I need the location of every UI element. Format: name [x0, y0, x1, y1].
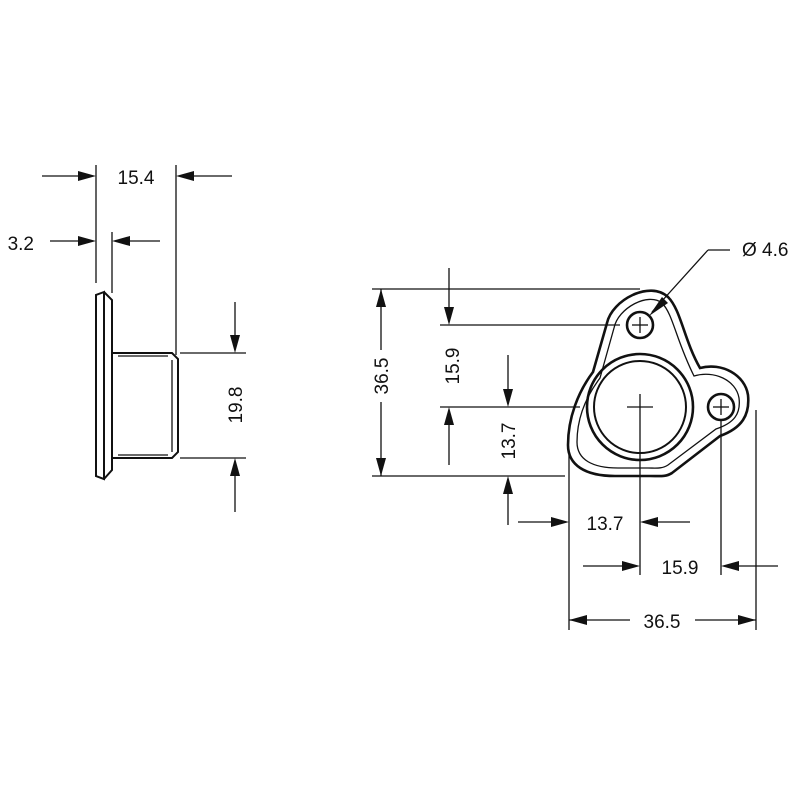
dim-side-hole-horizontal: 15.9	[583, 420, 778, 579]
side-view	[95, 290, 179, 481]
front-view	[566, 289, 750, 478]
dim-hole-diameter: Ø 4.6	[649, 240, 788, 316]
dim-center-vertical: 13.7	[499, 355, 520, 525]
dim-front-height-label: 36.5	[372, 358, 393, 395]
dim-side-hole-horizontal-label: 15.9	[662, 558, 699, 579]
flange-inner-outline	[576, 298, 740, 469]
dim-top-hole-vertical-label: 15.9	[443, 348, 464, 385]
side-view-flange	[95, 290, 113, 481]
flange-outline	[566, 289, 750, 478]
top-mounting-hole	[625, 310, 655, 340]
dim-front-height: 36.5	[369, 288, 640, 477]
dim-center-horizontal-label: 13.7	[587, 514, 624, 535]
dim-flange-thickness-label: 3.2	[8, 234, 34, 255]
dim-flange-thickness: 3.2	[8, 232, 160, 293]
dim-side-width: 15.4	[42, 165, 232, 355]
dim-top-hole-vertical: 15.9	[440, 268, 620, 465]
dim-front-width-label: 36.5	[644, 612, 681, 633]
dim-hole-diameter-label: Ø 4.6	[742, 240, 788, 261]
dim-front-width: 36.5	[569, 410, 757, 633]
dim-center-vertical-label: 13.7	[499, 423, 520, 460]
side-view-body	[112, 352, 179, 459]
dim-center-horizontal: 13.7	[518, 420, 690, 630]
dim-side-width-label: 15.4	[118, 168, 155, 189]
dim-body-height: 19.8	[180, 302, 247, 512]
dim-body-height-label: 19.8	[226, 387, 247, 424]
